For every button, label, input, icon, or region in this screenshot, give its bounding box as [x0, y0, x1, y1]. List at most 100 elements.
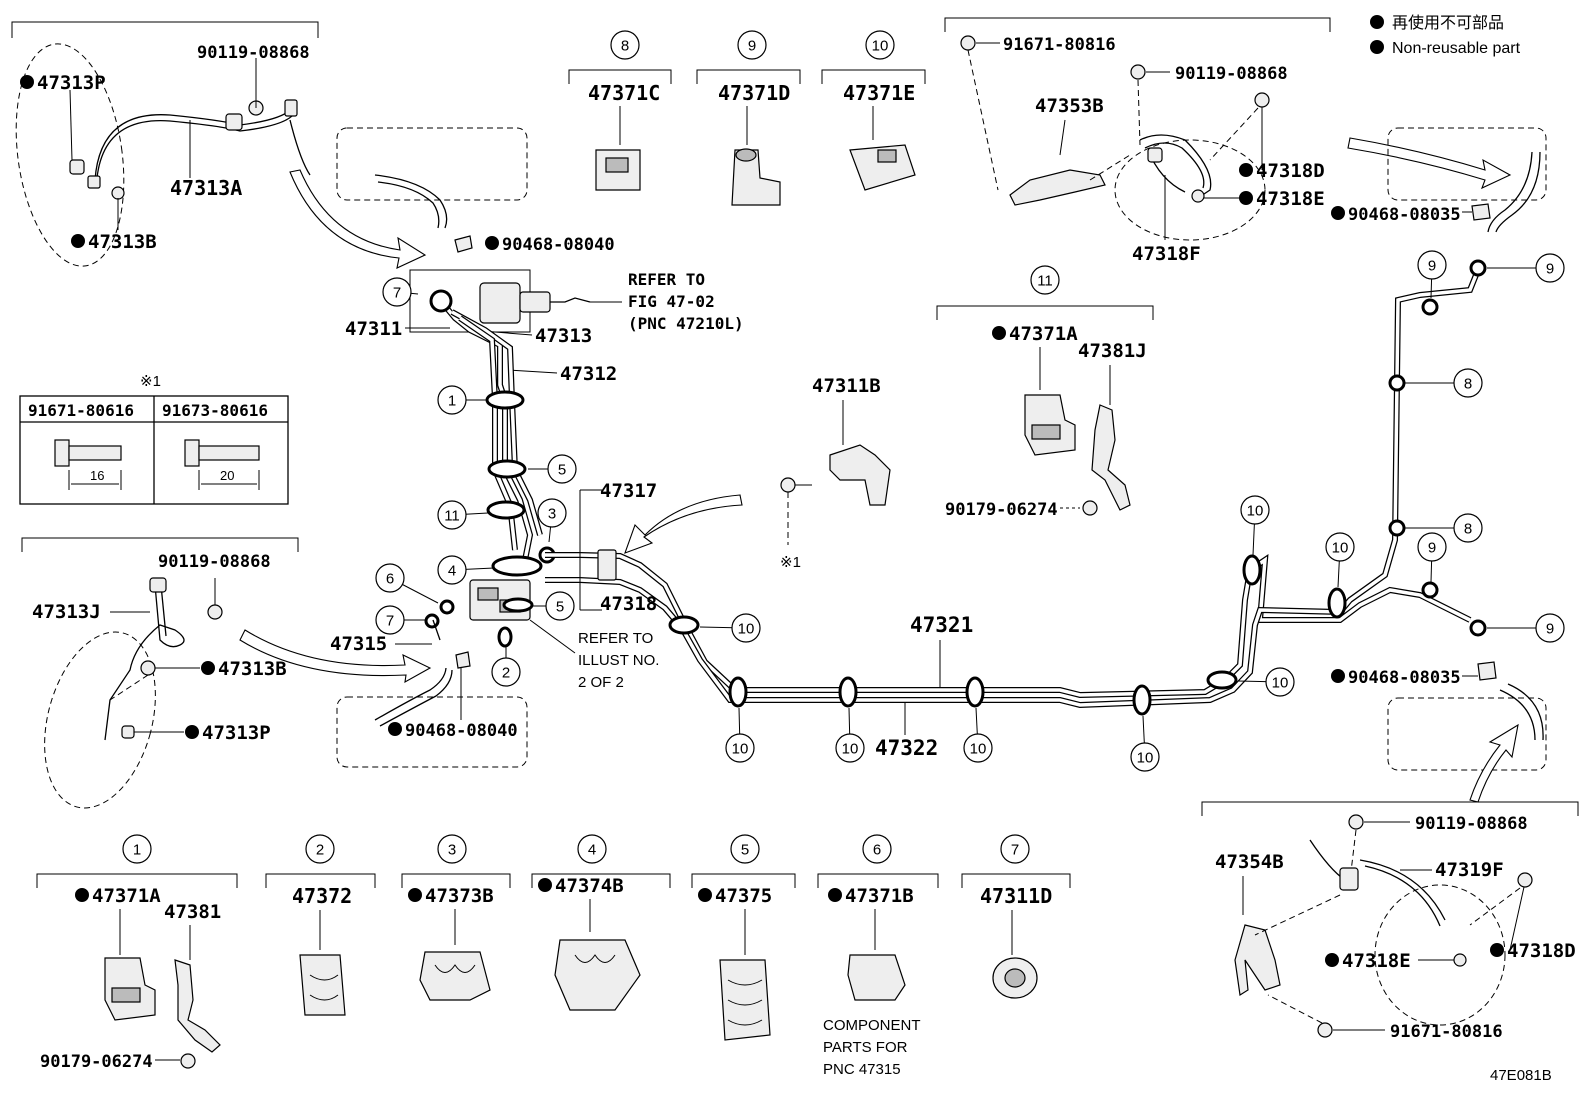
bolt-length-20: 20	[220, 468, 234, 483]
clip-icon	[454, 235, 473, 253]
callout-circle	[725, 733, 755, 763]
callout-circle	[437, 385, 467, 415]
nonreusable-marker-icon	[1239, 163, 1253, 177]
callout-10: 10	[835, 707, 865, 763]
label-47373B: 47373B	[425, 885, 494, 907]
bolt-length-16: 16	[90, 468, 104, 483]
hose-bracket-icon	[1339, 867, 1359, 891]
label-47322: 47322	[875, 736, 938, 760]
nonreusable-marker-icon	[75, 888, 89, 902]
label-90119-08868-b: 90119-08868	[158, 552, 271, 572]
callout-7: 7	[1000, 834, 1030, 864]
callout-number: 10	[732, 741, 749, 758]
note-refer-illust-1: REFER TO	[578, 630, 653, 647]
actuator-icon	[479, 282, 521, 324]
callout-number: 10	[1137, 750, 1154, 767]
hose-end-icon	[87, 175, 101, 189]
callout-11: 11	[1030, 265, 1060, 295]
label-47317: 47317	[600, 480, 657, 502]
callout-number: 2	[316, 842, 324, 859]
label-47318D: 47318D	[1256, 160, 1325, 182]
callout-number: 4	[448, 563, 456, 580]
callout-number: 11	[1037, 273, 1053, 290]
bolt-icon	[1348, 814, 1364, 830]
callout-4: 4	[437, 555, 495, 585]
hose-fitting-icon	[284, 99, 298, 117]
callout-2: 2	[305, 834, 335, 864]
callout-4: 4	[577, 834, 607, 864]
clamp-47375-icon	[719, 959, 771, 1041]
hose-detail-box-right-bottom: 90468-08035	[1331, 661, 1547, 803]
rear-right-hose-group: 91671-80816 90119-08868 47353B 47318D 47…	[944, 17, 1331, 265]
callout-7: 7	[382, 277, 419, 307]
label-47319F: 47319F	[1435, 859, 1504, 881]
bolt-icon	[1317, 1022, 1333, 1038]
callout-number: 10	[1247, 503, 1264, 520]
bolt-table-part-1: 91671-80616	[28, 401, 134, 420]
label-47313B: 47313B	[88, 231, 157, 253]
callout-6: 6	[862, 834, 892, 864]
callout-circle	[545, 591, 575, 621]
label-90468-08040-b: 90468-08040	[405, 721, 518, 741]
callout-number: 1	[133, 842, 141, 859]
label-47381J: 47381J	[1078, 340, 1147, 362]
callout-8: 8	[1405, 513, 1483, 543]
callout-number: 10	[1332, 540, 1349, 557]
callout-number: 9	[1428, 258, 1436, 275]
note-refer-illust-3: 2 OF 2	[578, 674, 624, 691]
note-component-1: COMPONENT	[823, 1017, 921, 1034]
nonreusable-marker-icon	[1331, 206, 1345, 220]
arrow-icon	[239, 629, 432, 684]
callout-circle	[437, 834, 467, 864]
callout-3: 3	[437, 834, 467, 864]
callout-circle	[375, 563, 405, 593]
clamp-slot-icon	[1031, 424, 1061, 440]
nonreusable-marker-icon	[1331, 669, 1345, 683]
junction-47317-47318: 47317 47318 REFER TO ILLUST NO. 2 OF 2	[529, 480, 743, 691]
label-47313P-b: 47313P	[202, 722, 271, 744]
callout-circle	[577, 834, 607, 864]
label-47371E: 47371E	[843, 81, 915, 105]
bolt-icon	[960, 35, 976, 51]
front-left-hose-group: 90119-08868 47313P 47313A 47313B	[11, 21, 427, 269]
label-47371A-1: 47371A	[92, 885, 161, 907]
callout-2: 2	[491, 646, 521, 687]
clamp-47372-icon	[299, 954, 346, 1016]
label-47311B: 47311B	[812, 375, 881, 397]
label-47313P: 47313P	[37, 72, 106, 94]
callout-circle	[730, 834, 760, 864]
label-90468-08035: 90468-08035	[1348, 205, 1461, 225]
nut-icon	[1191, 189, 1205, 203]
nonreusable-marker-icon	[1325, 953, 1339, 967]
callout-circle	[865, 30, 895, 60]
rear-left-hose-group: 90119-08868 47354B 47319F 47318D 47318E …	[1201, 801, 1579, 1042]
callout-number: 8	[621, 38, 629, 55]
callout-circle	[963, 733, 993, 763]
label-47371C: 47371C	[588, 81, 660, 105]
legend-english: Non-reusable part	[1392, 40, 1521, 57]
callout-6: 6	[375, 563, 439, 604]
label-47318F: 47318F	[1132, 243, 1201, 265]
label-47354B: 47354B	[1215, 851, 1284, 873]
label-90119-08868: 90119-08868	[197, 43, 310, 63]
label-91671-80816-b: 91671-80816	[1390, 1022, 1503, 1042]
label-47313: 47313	[535, 325, 592, 347]
callout-number: 8	[1464, 376, 1472, 393]
callout-circle	[1535, 613, 1565, 643]
callout-circle	[122, 834, 152, 864]
callout-9: 9	[1487, 253, 1565, 283]
callout-9: 9	[1417, 532, 1447, 583]
label-47313A: 47313A	[170, 176, 242, 200]
callout-5: 5	[528, 454, 577, 484]
label-90468-08040: 90468-08040	[502, 235, 615, 255]
bolt-table: ※1 91671-80616 91673-80616 16 20	[19, 373, 289, 505]
rear-brake-pipes: 47321 47322	[545, 259, 1487, 760]
callout-circle	[305, 834, 335, 864]
clip-icon	[1471, 203, 1491, 221]
label-47375: 47375	[715, 885, 772, 907]
callout-circle	[1453, 513, 1483, 543]
tee-union-icon	[597, 549, 617, 581]
note-refer-fig-2: FIG 47-02	[628, 292, 715, 311]
nonreusable-marker-icon	[1239, 191, 1253, 205]
bolt-head-icon	[54, 439, 70, 467]
